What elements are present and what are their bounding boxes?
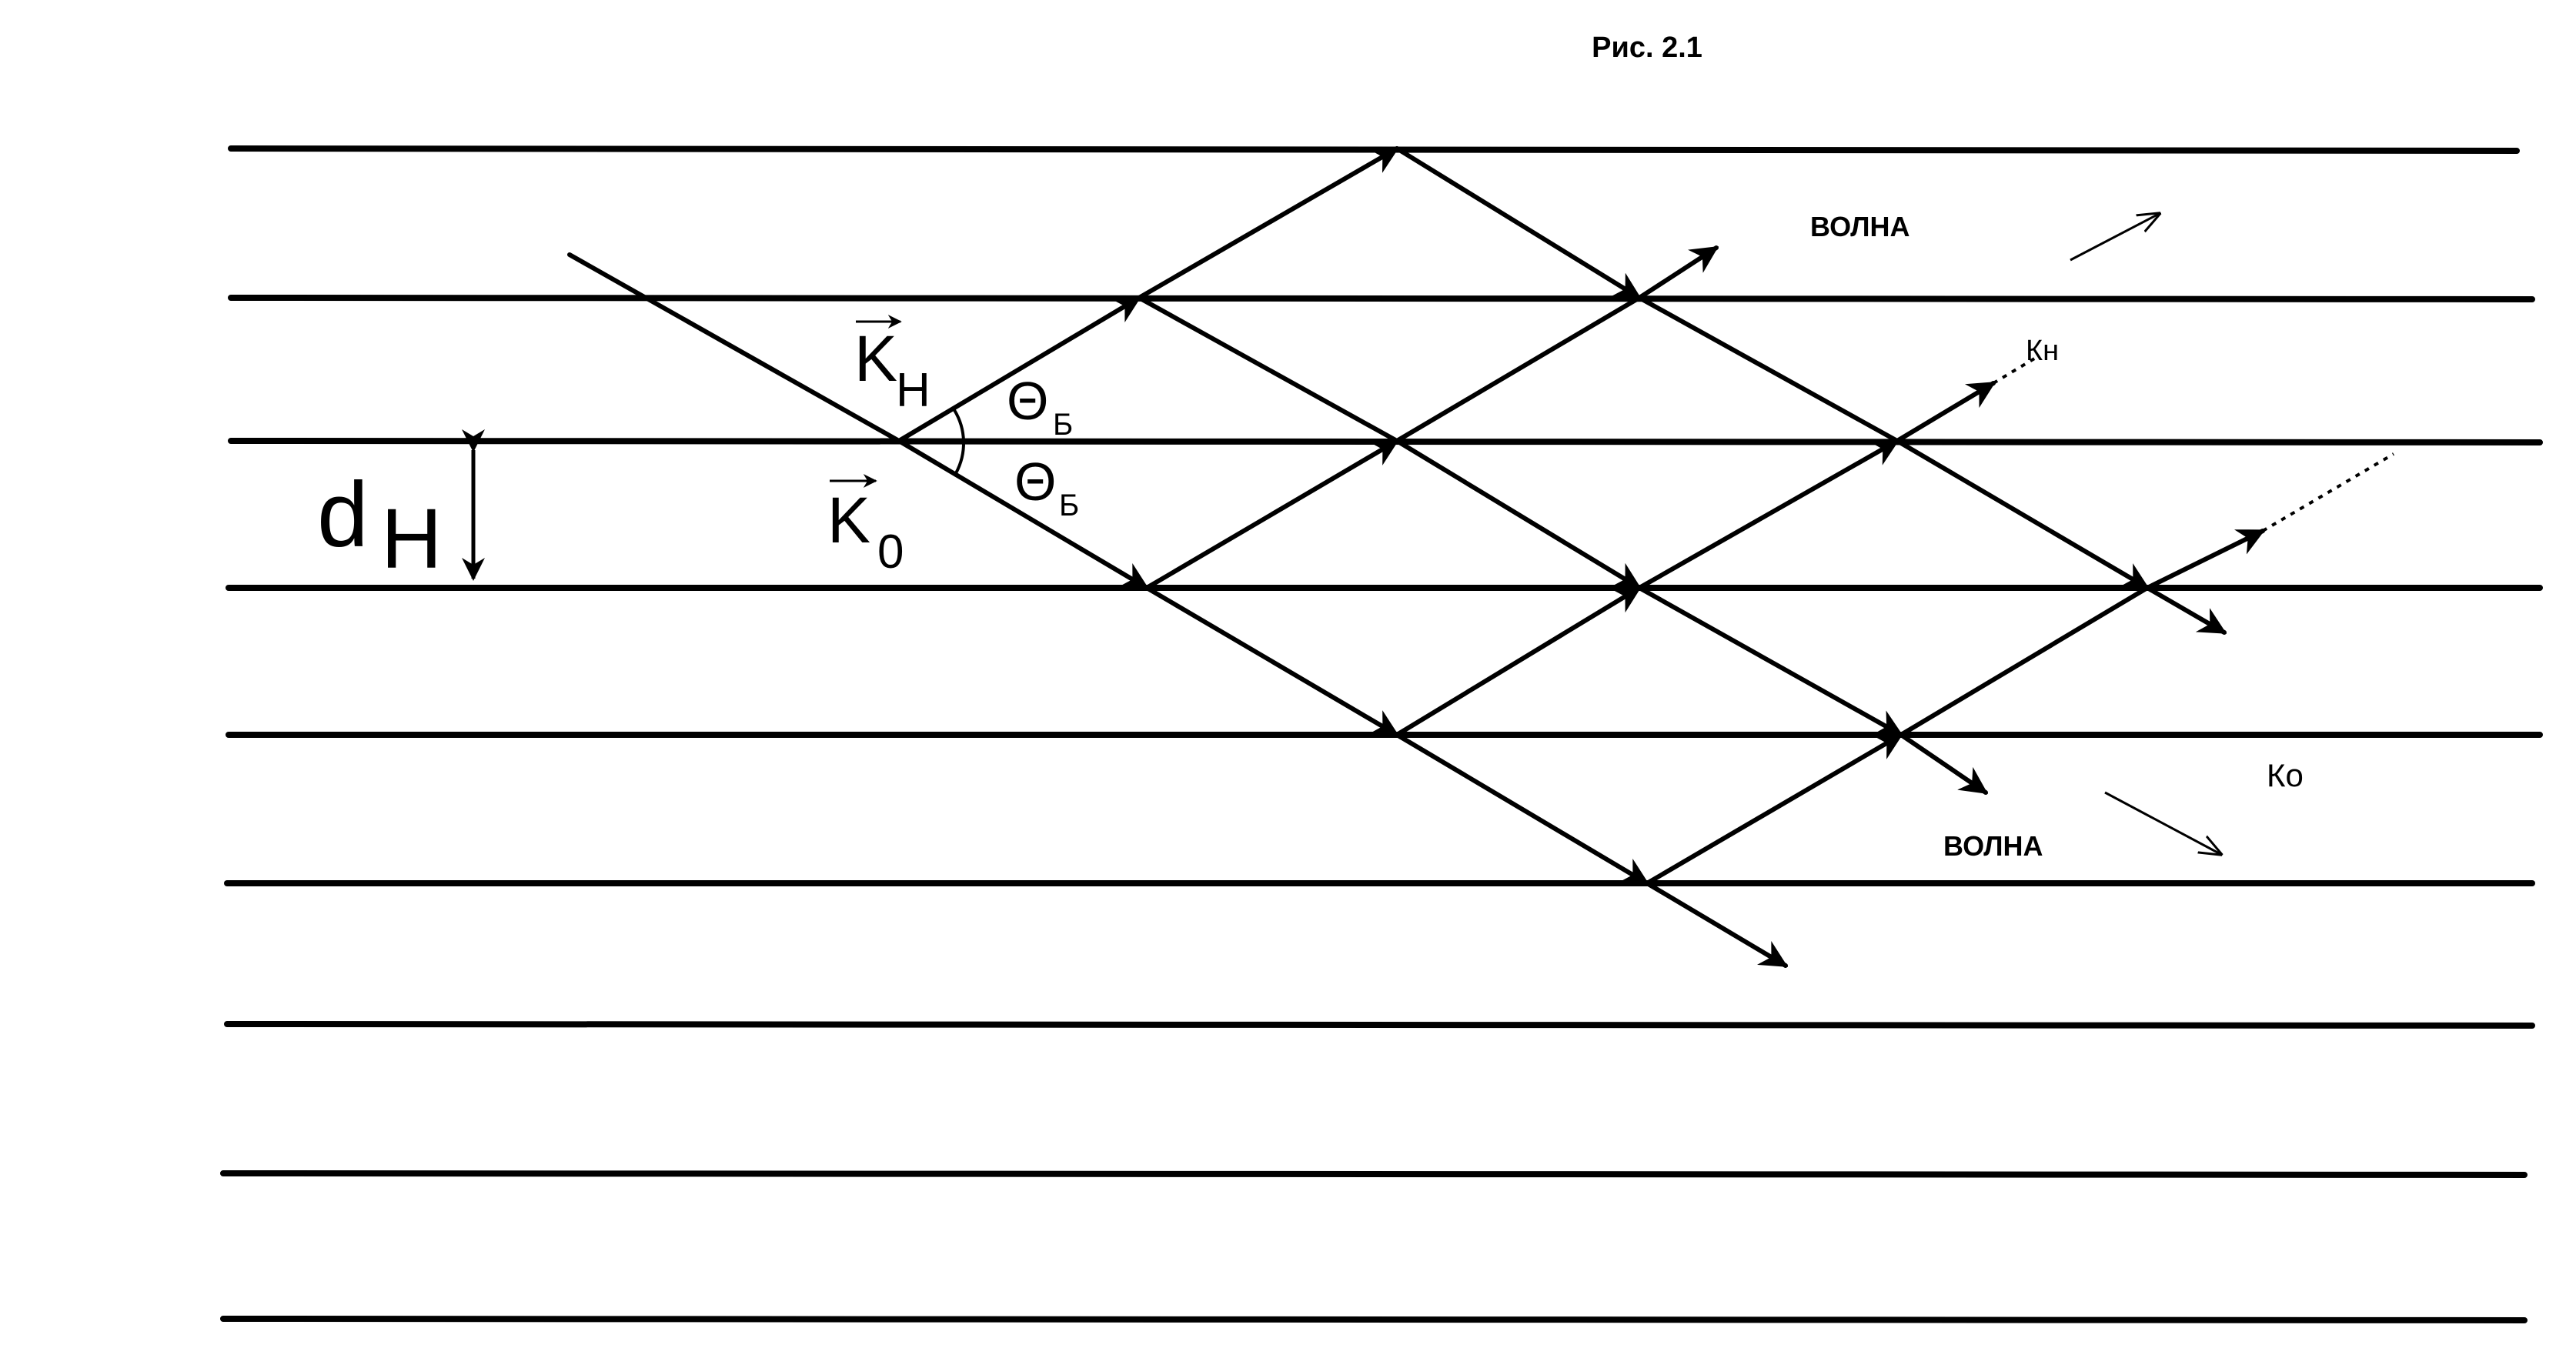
vector-k0-label: K 0 <box>827 474 904 579</box>
k-o-direction-label: Ко <box>2267 757 2304 793</box>
theta-label-upper: Θ Б <box>1007 371 1073 442</box>
k-h-direction-label: Кн <box>2026 335 2059 367</box>
d-h-label: d H <box>317 463 442 586</box>
wave-direction-arrow-top <box>2070 214 2159 262</box>
plane-line <box>220 1316 2528 1323</box>
transmitted-ray <box>1895 439 2150 590</box>
wave-label-bottom: ВОЛНА <box>1943 830 2043 862</box>
diffracted-ray <box>1137 146 1400 300</box>
vector-kh-subscript: H <box>896 364 931 417</box>
diffracted-ray-faint <box>1992 354 2041 385</box>
theta-symbol: Θ <box>1014 452 1056 512</box>
transmitted-ray <box>1395 439 1642 590</box>
transmitted-ray-exit <box>1899 732 1988 795</box>
transmitted-ray <box>1637 586 1904 737</box>
diffracted-ray-faint <box>2261 452 2395 532</box>
transmitted-ray-exit <box>2145 586 2227 635</box>
diffracted-ray <box>1144 439 1400 590</box>
wave-direction-arrow-bottom <box>2104 791 2220 854</box>
diffracted-ray-exit <box>1637 245 1719 300</box>
vector-kh-label: K H <box>854 315 931 417</box>
transmitted-ray-exit <box>1645 881 1789 968</box>
angle-arc <box>953 409 965 474</box>
transmitted-ray <box>1137 295 1399 443</box>
transmitted-ray <box>897 439 1150 590</box>
figure-caption: Рис. 2.1 <box>1592 32 1702 64</box>
plane-line <box>220 1170 2528 1178</box>
diffracted-rays <box>897 146 2395 886</box>
transmitted-ray <box>1637 295 1899 443</box>
transmitted-ray <box>1395 146 1642 300</box>
plane-line <box>228 295 2535 302</box>
theta-subscript: Б <box>1059 489 1079 522</box>
diffracted-ray <box>1899 586 2150 737</box>
diffracted-ray-exit <box>1895 381 1996 443</box>
vector-k0-letter: K <box>827 484 870 556</box>
transmitted-rays <box>567 146 2227 968</box>
diffracted-ray <box>1645 732 1904 886</box>
plane-line <box>228 438 2543 445</box>
plane-line <box>224 1021 2535 1029</box>
diffracted-ray-exit <box>2145 529 2266 590</box>
vector-kh-letter: K <box>854 322 897 395</box>
wave-label-top: ВОЛНА <box>1810 211 1909 242</box>
transmitted-ray <box>1395 732 1650 886</box>
theta-subscript: Б <box>1053 408 1073 442</box>
d-letter: d <box>317 463 369 566</box>
crystal-planes <box>220 145 2543 1323</box>
theta-symbol: Θ <box>1007 371 1048 431</box>
diffracted-ray <box>1395 295 1642 443</box>
diffracted-ray <box>897 295 1142 443</box>
d-subscript: H <box>381 492 442 586</box>
incident-ray <box>567 252 901 443</box>
diffracted-ray <box>1637 439 1900 590</box>
diffracted-ray <box>1395 586 1642 737</box>
transmitted-ray <box>1144 586 1400 737</box>
theta-label-lower: Θ Б <box>1014 452 1079 522</box>
plane-line <box>228 145 2520 154</box>
vector-k0-subscript: 0 <box>877 526 904 579</box>
